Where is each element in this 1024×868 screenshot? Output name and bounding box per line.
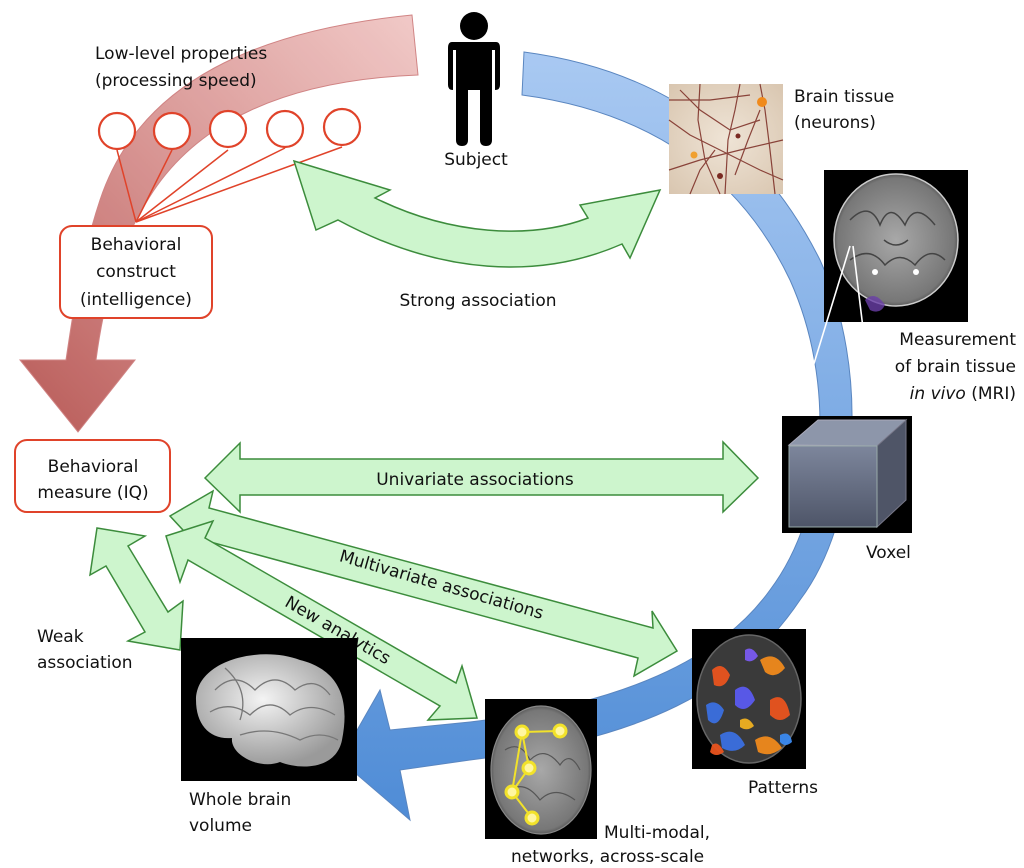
networks-sublabel: networks, across-scale <box>511 847 704 867</box>
behavioral-construct-box: Behavioral construct (intelligence) <box>59 225 213 319</box>
weak-association-sublabel: association <box>37 653 133 673</box>
link-line <box>135 147 286 223</box>
weak-association-label: Weak <box>37 627 84 647</box>
mri-label: Measurement <box>899 330 1016 350</box>
whole-brain-image: Whole brain volume <box>181 638 357 836</box>
low-level-label: Low-level properties <box>95 44 267 64</box>
property-circle <box>152 111 192 151</box>
voxel-label: Voxel <box>866 543 911 563</box>
brain-tissue-sublabel: (neurons) <box>794 113 876 133</box>
property-circle <box>265 109 305 149</box>
univariate-associations-arrow: Univariate associations <box>203 440 760 514</box>
patterns-image: Patterns <box>692 629 818 798</box>
strong-association-arrow: Strong association <box>292 159 662 311</box>
blue-cycle-arrow <box>339 51 853 822</box>
svg-text:construct: construct <box>96 262 176 282</box>
low-level-properties: Low-level properties (processing speed) <box>95 44 362 223</box>
link-line <box>135 146 343 223</box>
property-circle <box>97 111 137 151</box>
low-level-sublabel: (processing speed) <box>95 71 257 91</box>
voxel-zoom-lines <box>788 245 878 446</box>
svg-text:measure (IQ): measure (IQ) <box>37 483 148 503</box>
link-line <box>116 149 137 223</box>
mri-coronal-image: Measurement of brain tissue in vivo (MRI… <box>824 170 1016 404</box>
networks-label: Multi-modal, <box>604 823 710 843</box>
property-circle <box>208 109 248 149</box>
patterns-label: Patterns <box>748 778 818 798</box>
svg-text:(intelligence): (intelligence) <box>80 290 192 310</box>
behavioral-measure-box: Behavioral measure (IQ) <box>14 439 171 513</box>
voxel-cube-image: Voxel <box>782 416 912 563</box>
link-line <box>135 149 173 223</box>
whole-brain-label: Whole brain <box>189 790 291 810</box>
svg-text:Behavioral: Behavioral <box>91 235 182 255</box>
neurons-image: Brain tissue (neurons) <box>668 83 894 195</box>
strong-association-label: Strong association <box>399 291 556 311</box>
univariate-label: Univariate associations <box>376 470 574 490</box>
weak-association-arrow: Weak association <box>37 527 184 673</box>
svg-text:Behavioral: Behavioral <box>48 457 139 477</box>
whole-brain-sublabel: volume <box>189 816 252 836</box>
mri-invivo-label: in vivo (MRI) <box>910 384 1016 404</box>
subject-person-icon: Subject <box>444 12 508 170</box>
mri-sublabel: of brain tissue <box>895 357 1016 377</box>
property-circle <box>322 107 362 147</box>
network-nodes <box>504 723 568 826</box>
brain-tissue-label: Brain tissue <box>794 87 894 107</box>
networks-image: Multi-modal, networks, across-scale <box>485 699 710 867</box>
subject-label: Subject <box>444 150 508 170</box>
link-line <box>135 149 229 223</box>
